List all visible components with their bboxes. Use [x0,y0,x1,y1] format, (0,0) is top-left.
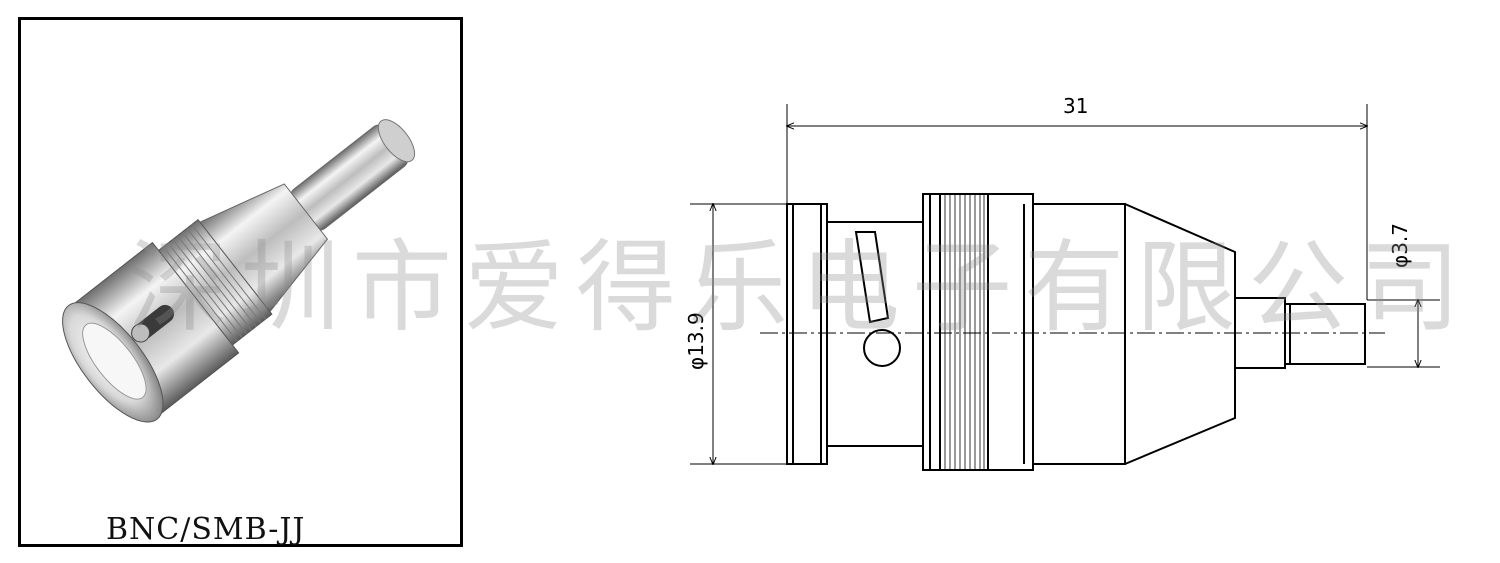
product-photo-panel: BNC/SMB-JJ [18,17,463,547]
knurl-pattern [944,194,985,470]
technical-drawing: 31 φ13.9 φ3.7 [684,94,1440,471]
pin-diameter-label: φ3.7 [1388,223,1412,268]
dimension-lines [690,104,1440,464]
connector-outline [786,193,1366,471]
length-dimension-label: 31 [1063,94,1088,118]
bnc-smb-adapter-photo [62,119,416,423]
part-number-label: BNC/SMB-JJ [106,512,306,547]
body-diameter-label: φ13.9 [684,312,708,370]
